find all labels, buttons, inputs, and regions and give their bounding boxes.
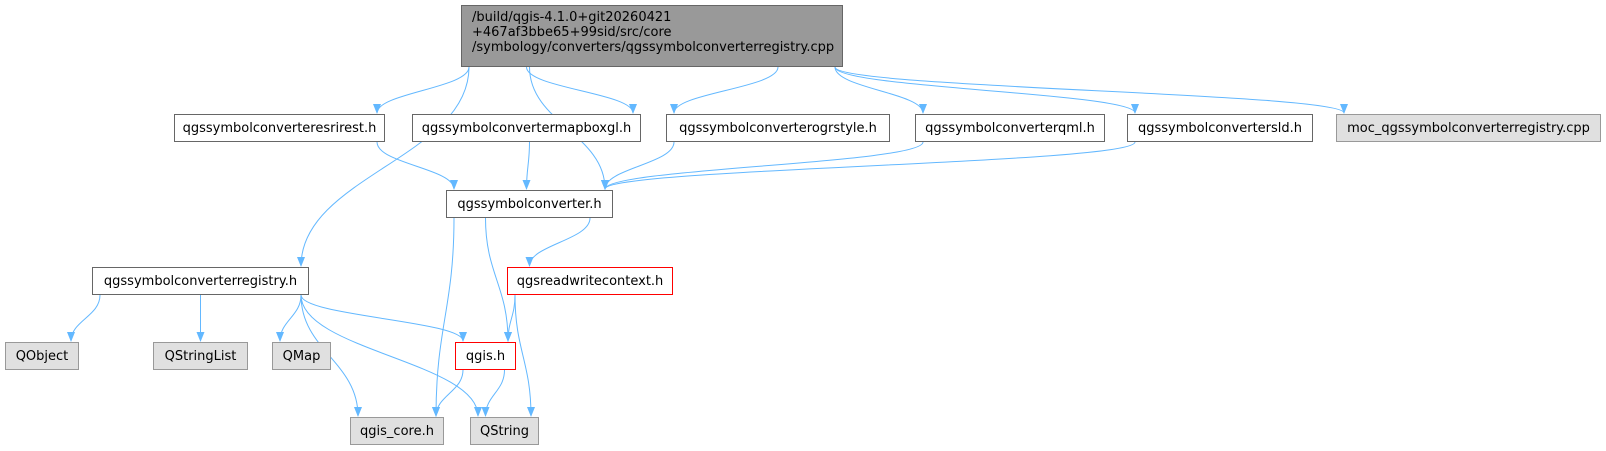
node-qstring: QString	[470, 417, 539, 445]
root-path-line-1: /build/qgis-4.1.0+git20260421	[472, 10, 672, 25]
edge-registry-to-qstring	[300, 294, 482, 417]
node-qgis-core: qgis_core.h	[350, 417, 444, 445]
edge-registry-to-qobject	[67, 294, 101, 342]
node-moc: moc_qgssymbolconverterregistry.cpp	[1336, 114, 1601, 142]
edge-mapboxgl-to-converter	[522, 141, 531, 190]
edge-ogrstyle-to-converter	[601, 141, 675, 190]
edge-registry-to-qmap	[276, 294, 302, 342]
edge-converter-to-qgiscore	[432, 217, 455, 417]
edge-qgis-to-qgiscore	[432, 369, 464, 417]
edge-readwrite-to-qstring	[514, 294, 535, 417]
node-converter[interactable]: qgssymbolconverter.h	[446, 190, 613, 218]
edge-root-to-esrirest	[373, 66, 470, 114]
edge-root-to-sld	[834, 66, 1139, 114]
node-qstringlist: QStringList	[153, 342, 248, 370]
node-qobject: QObject	[5, 342, 79, 370]
root-path-line-2: +467af3bbe65+99sid/src/core	[472, 25, 672, 40]
edge-root-to-ogrstyle	[670, 66, 779, 114]
node-readwritecontext[interactable]: qgsreadwritecontext.h	[507, 267, 673, 295]
edge-qgis-to-qstring	[481, 369, 505, 417]
node-qgis[interactable]: qgis.h	[455, 342, 516, 370]
root-path-line-3: /symbology/converters/qgssymbolconverter…	[472, 40, 835, 55]
edge-root-to-qml	[834, 66, 927, 114]
node-registry[interactable]: qgssymbolconverterregistry.h	[92, 267, 309, 295]
node-sld[interactable]: qgssymbolconvertersld.h	[1127, 114, 1313, 142]
edge-root-to-mapboxgl	[526, 66, 637, 114]
node-ogrstyle[interactable]: qgssymbolconverterogrstyle.h	[666, 114, 890, 142]
root-file-node: /build/qgis-4.1.0+git20260421 +467af3bbe…	[461, 5, 843, 67]
node-qmap: QMap	[272, 342, 331, 370]
edge-root-to-registry	[297, 66, 470, 267]
edge-sld-to-converter	[601, 141, 1136, 190]
node-qml[interactable]: qgssymbolconverterqml.h	[915, 114, 1105, 142]
edge-readwrite-to-qgis	[504, 294, 516, 342]
edge-root-to-moc	[834, 66, 1348, 114]
edge-qml-to-converter	[601, 141, 924, 190]
edge-esrirest-to-converter	[376, 141, 458, 190]
node-esrirest[interactable]: qgssymbolconverteresrirest.h	[174, 114, 385, 142]
edge-registry-to-qgis	[300, 294, 467, 342]
edge-converter-to-readwrite	[525, 217, 591, 267]
edge-converter-to-qgis	[485, 217, 512, 342]
node-mapboxgl[interactable]: qgssymbolconvertermapboxgl.h	[412, 114, 641, 142]
